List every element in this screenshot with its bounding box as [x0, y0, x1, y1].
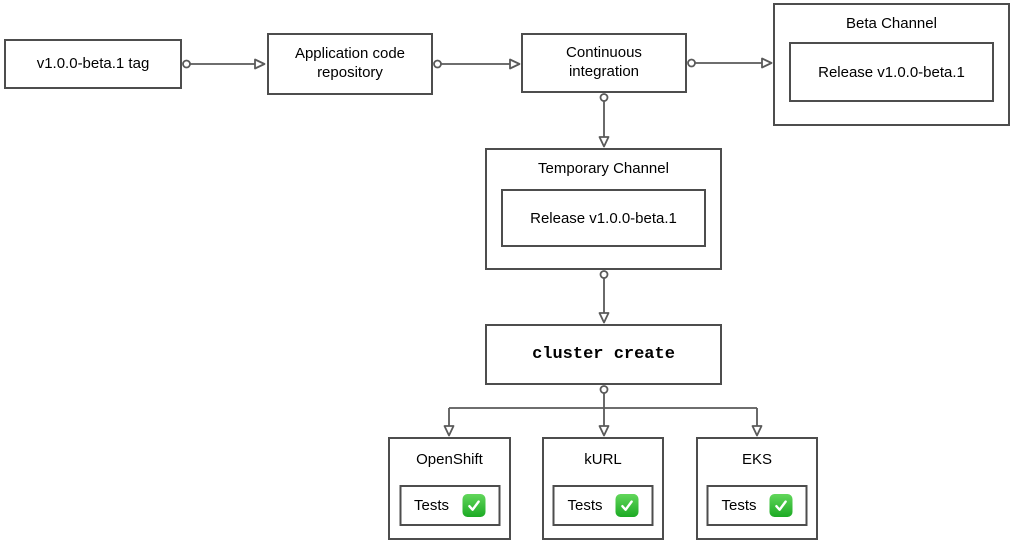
beta-release-label: Release v1.0.0-beta.1 — [818, 63, 965, 81]
temporary-channel-title: Temporary Channel — [538, 160, 669, 177]
eks-tests-label: Tests — [721, 497, 757, 514]
eks-tests-box: Tests — [706, 485, 808, 526]
node-eks: EKS Tests — [696, 437, 818, 540]
kurl-tests-label: Tests — [567, 497, 603, 514]
node-continuous-integration-label: Continuous integration — [566, 44, 642, 80]
node-application-code-repository: Application code repository — [267, 33, 433, 95]
temporary-release-label: Release v1.0.0-beta.1 — [530, 209, 677, 227]
node-cluster-create-label: cluster create — [532, 344, 675, 364]
node-beta-release: Release v1.0.0-beta.1 — [789, 42, 994, 102]
connector-repo-to-ci — [433, 58, 521, 70]
connector-tag-to-repo — [182, 58, 266, 70]
connector-ci-to-beta-channel — [687, 57, 773, 69]
node-version-tag: v1.0.0-beta.1 tag — [4, 39, 182, 89]
openshift-title: OpenShift — [416, 451, 483, 468]
eks-title: EKS — [741, 451, 772, 468]
node-temporary-release: Release v1.0.0-beta.1 — [501, 189, 706, 247]
node-cluster-create: cluster create — [485, 324, 722, 385]
node-version-tag-label: v1.0.0-beta.1 tag — [36, 54, 150, 72]
openshift-tests-label: Tests — [413, 497, 449, 514]
node-openshift: OpenShift Tests — [388, 437, 511, 540]
openshift-tests-box: Tests — [399, 485, 500, 526]
node-application-code-repository-label: Application code repository — [294, 45, 406, 81]
check-mark-icon — [769, 494, 793, 517]
beta-channel-title: Beta Channel — [846, 15, 937, 32]
node-kurl: kURL Tests — [542, 437, 664, 540]
node-beta-channel: Beta Channel Release v1.0.0-beta.1 — [773, 3, 1010, 126]
connector-cluster-create-to-clusters — [443, 385, 763, 437]
connector-ci-to-temporary-channel — [598, 93, 610, 148]
check-mark-icon — [462, 494, 485, 517]
kurl-tests-box: Tests — [552, 485, 654, 526]
check-mark-icon — [615, 494, 639, 517]
node-temporary-channel: Temporary Channel Release v1.0.0-beta.1 — [485, 148, 722, 270]
connector-temporary-channel-to-cluster-create — [598, 270, 610, 324]
kurl-title: kURL — [584, 451, 622, 468]
node-continuous-integration: Continuous integration — [521, 33, 687, 93]
